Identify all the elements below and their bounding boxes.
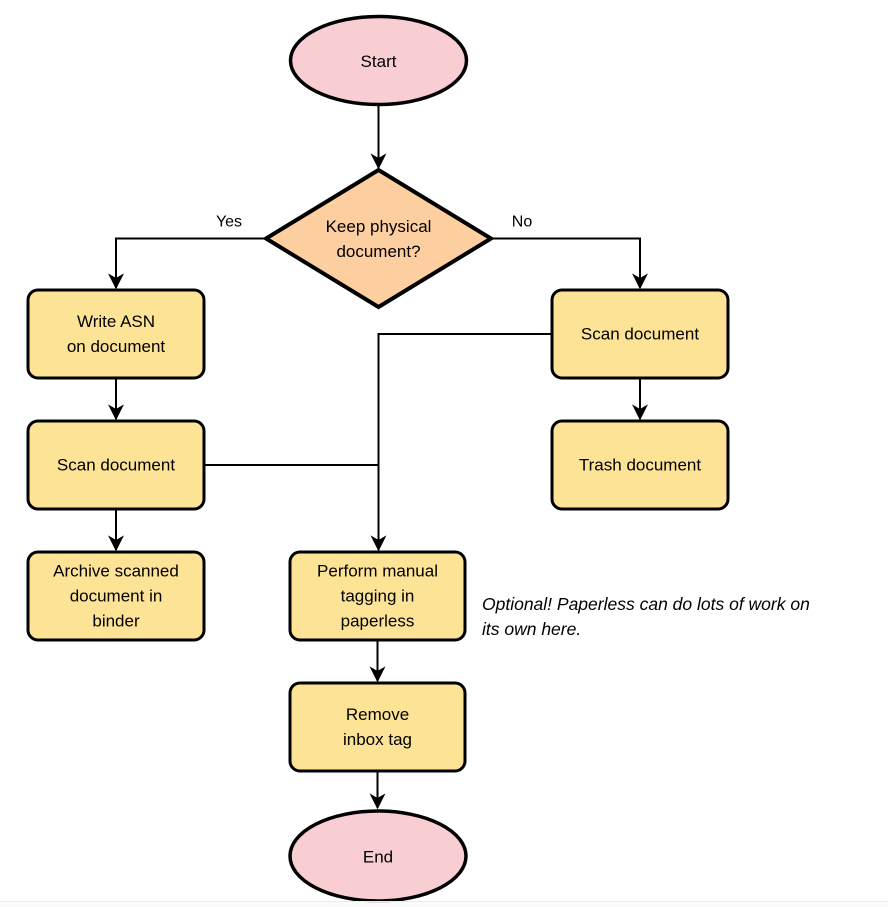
page-bottom-divider <box>0 901 888 903</box>
decision-diamond <box>262 167 495 310</box>
node-decision: Keep physical document? <box>262 167 495 310</box>
trash-box <box>550 419 730 511</box>
edge-no-to-scan-right <box>491 237 648 290</box>
node-remove-inbox: Remove inbox tag <box>288 681 467 773</box>
node-scan-right: Scan document <box>550 288 730 380</box>
node-archive: Archive scanned document in binder <box>26 550 206 642</box>
tagging-label-line-2: tagging in <box>341 587 415 606</box>
edge-layer <box>108 104 648 810</box>
page-bottom-area <box>0 902 888 907</box>
node-trash: Trash document <box>550 419 730 511</box>
archive-label-line-3: binder <box>92 612 140 631</box>
decision-label-line-1: Keep physical <box>326 217 432 236</box>
archive-label-line-2: document in <box>70 587 163 606</box>
write-asn-label-line-2: on document <box>67 337 166 356</box>
edge-label-yes: Yes <box>216 214 242 231</box>
tagging-label-line-3: paperless <box>341 612 415 631</box>
start-ellipse <box>288 14 469 107</box>
edge-label-no: No <box>512 214 533 231</box>
scan-left-box <box>26 419 206 511</box>
start-label: Start <box>361 52 397 71</box>
node-end: End <box>288 809 468 903</box>
annotation-note: Optional! Paperless can do lots of work … <box>482 594 810 639</box>
remove-inbox-label-line-1: Remove <box>346 705 409 724</box>
node-write-asn: Write ASN on document <box>26 288 206 380</box>
tagging-label-line-1: Perform manual <box>317 562 438 581</box>
remove-inbox-label-line-2: inbox tag <box>343 730 412 749</box>
annotation-line-1: Optional! Paperless can do lots of work … <box>482 594 810 614</box>
trash-label: Trash document <box>579 456 701 475</box>
remove-inbox-box <box>288 681 467 773</box>
node-start: Start <box>288 14 469 107</box>
scan-right-box <box>550 288 730 380</box>
write-asn-box <box>26 288 206 380</box>
tagging-box <box>288 550 467 642</box>
node-tagging: Perform manual tagging in paperless <box>288 550 467 642</box>
scan-right-label: Scan document <box>581 325 699 344</box>
write-asn-label-line-1: Write ASN <box>77 312 155 331</box>
edge-yes-to-write-asn <box>108 237 266 290</box>
scan-left-label: Scan document <box>57 456 175 475</box>
node-scan-left: Scan document <box>26 419 206 511</box>
edge-scan-right-to-tagging <box>370 333 552 552</box>
annotation-line-2: its own here. <box>482 619 581 639</box>
archive-label-line-1: Archive scanned <box>53 562 179 581</box>
archive-box <box>26 550 206 642</box>
end-label: End <box>363 848 393 867</box>
decision-label-line-2: document? <box>336 242 420 261</box>
